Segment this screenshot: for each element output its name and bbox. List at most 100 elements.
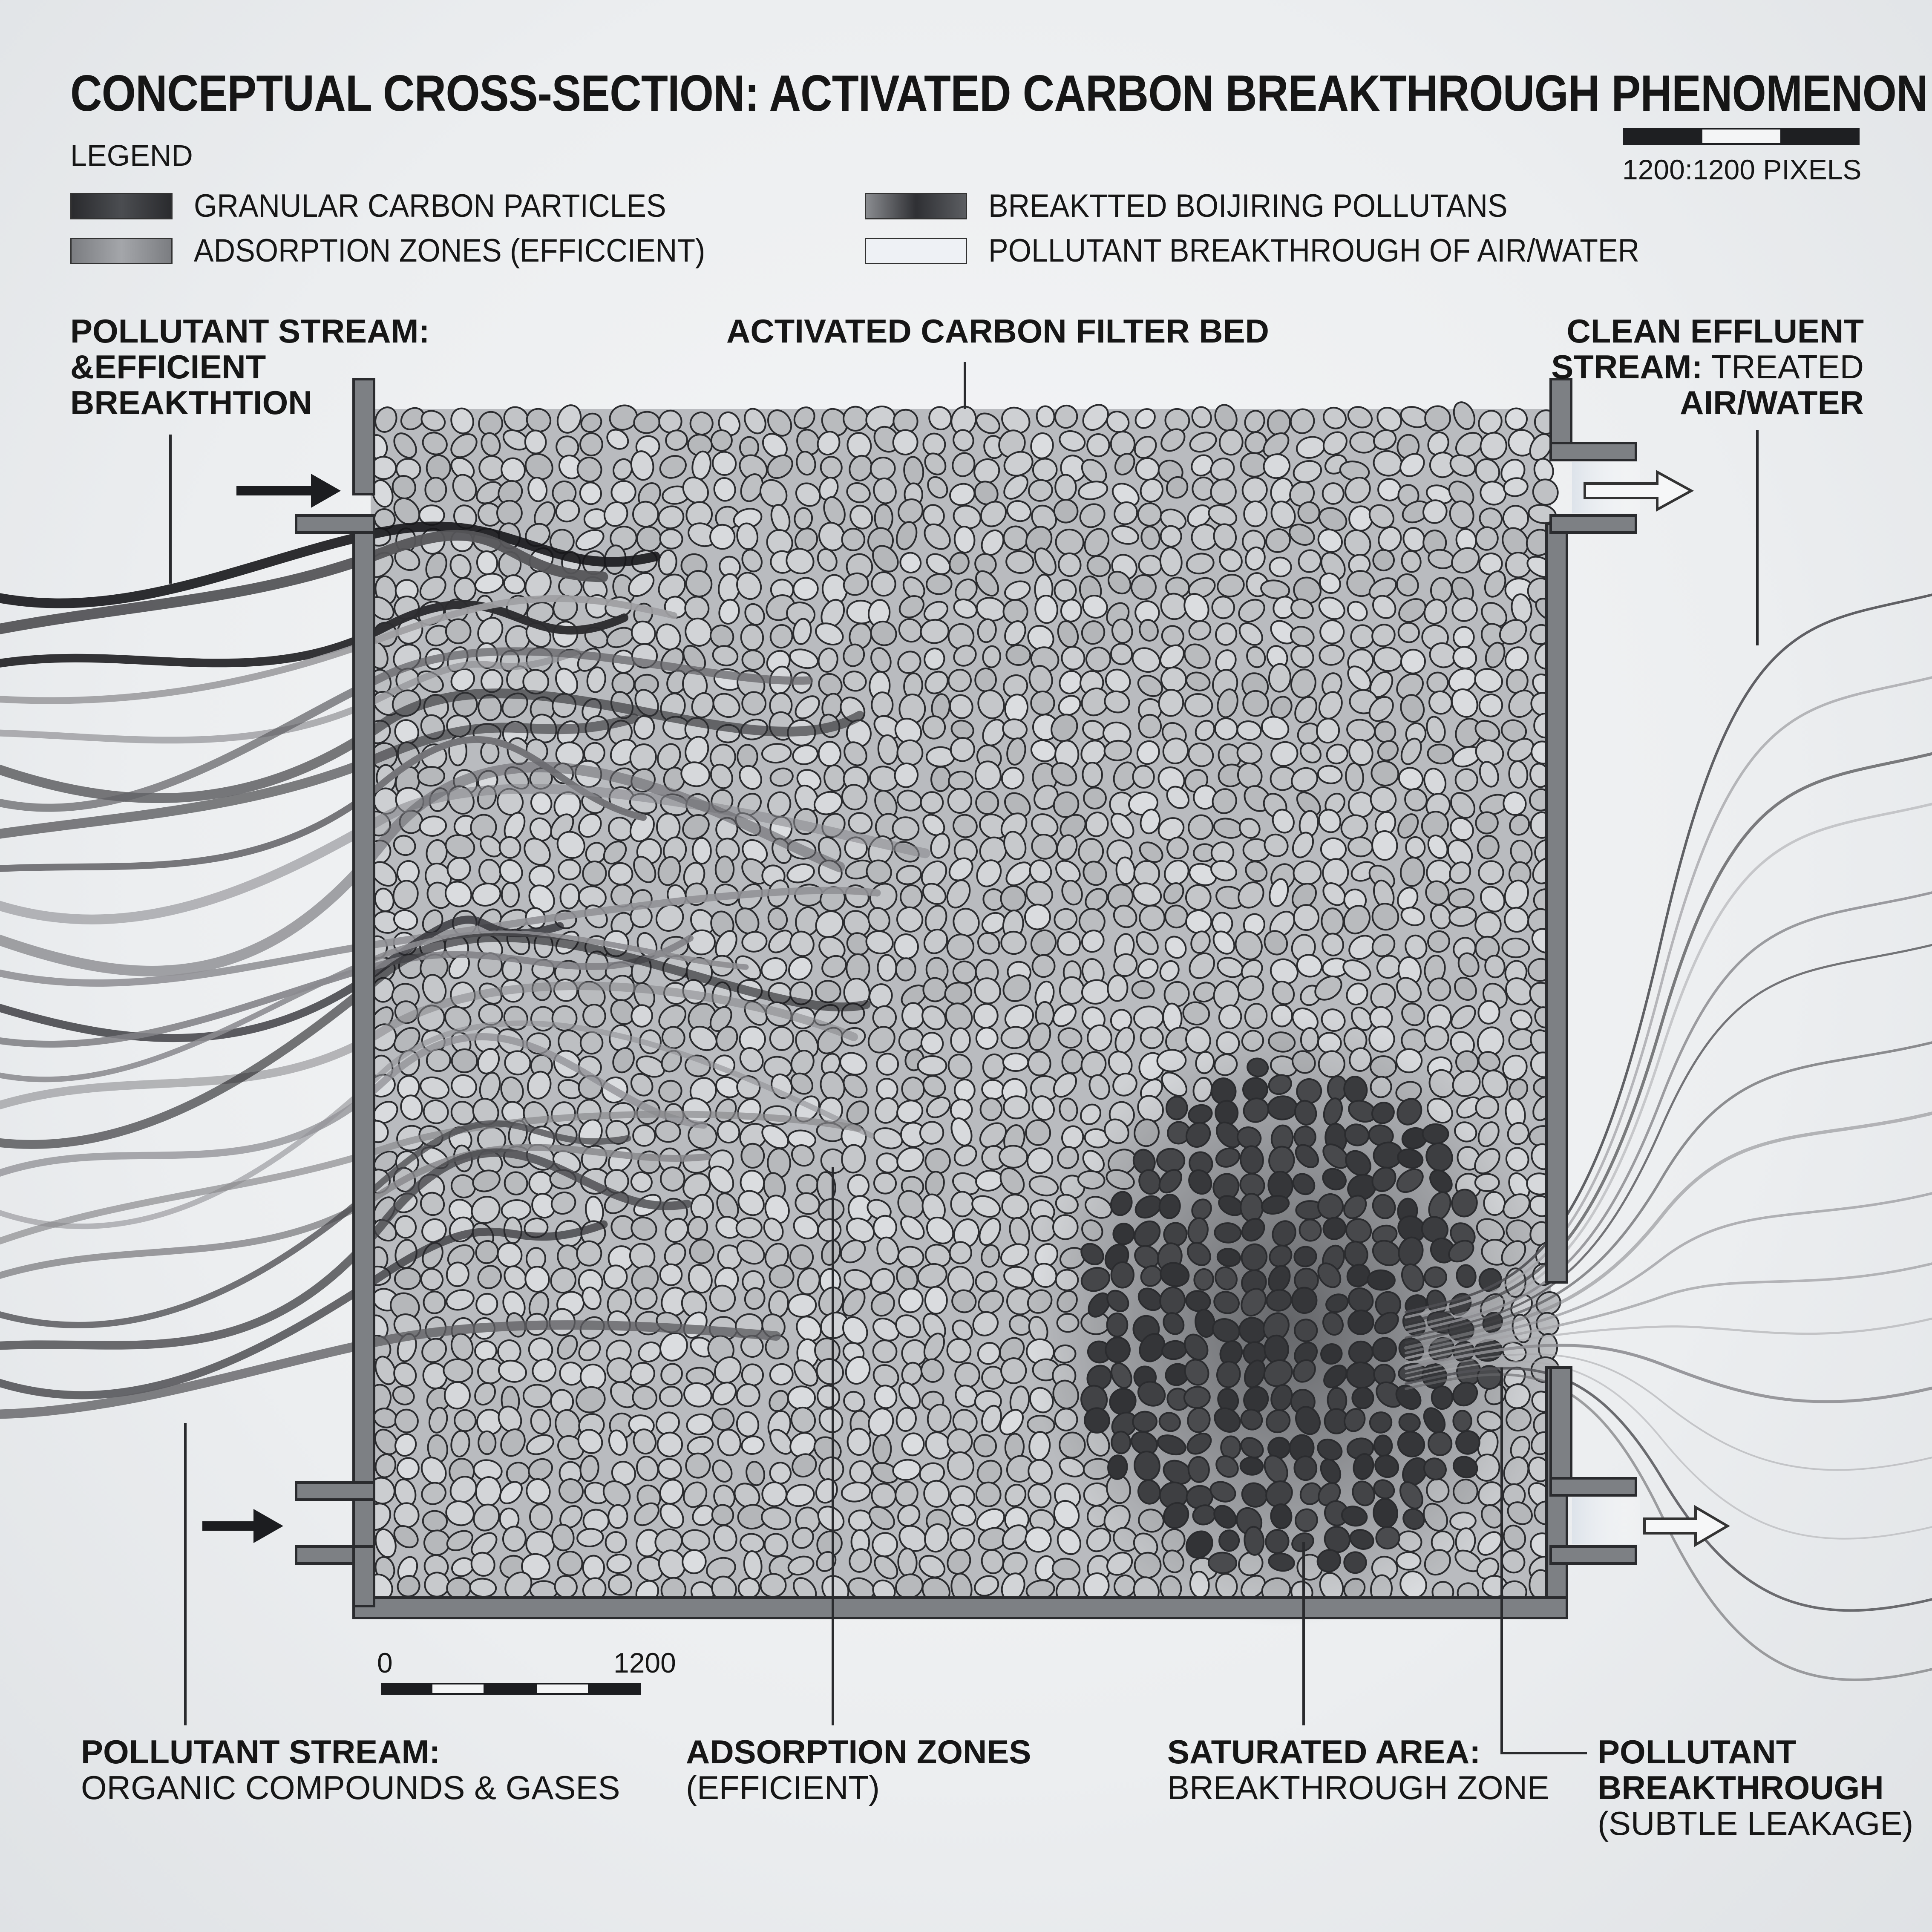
carbon-particle [949, 552, 970, 575]
carbon-particle [1268, 663, 1292, 693]
carbon-particle [1191, 454, 1214, 477]
carbon-particle [451, 1048, 478, 1074]
carbon-particle [847, 1428, 872, 1456]
carbon-particle [476, 481, 502, 504]
carbon-particle [953, 526, 976, 554]
carbon-particle [1263, 432, 1290, 458]
carbon-particle [680, 761, 711, 787]
carbon-particle [709, 524, 736, 550]
legend-swatch-adsorption [70, 237, 173, 264]
saturated-carbon-particle [1220, 1435, 1241, 1460]
carbon-particle [528, 865, 555, 888]
carbon-particle [1002, 1052, 1029, 1072]
inlet-top-label-line2: &EFFICIENT [70, 348, 266, 386]
carbon-particle [582, 1555, 605, 1581]
carbon-particle [1003, 1095, 1030, 1120]
carbon-particle [1238, 599, 1265, 623]
carbon-particle [1030, 691, 1055, 716]
carbon-particle [1452, 626, 1475, 649]
carbon-particle [1503, 791, 1527, 816]
carbon-particle [1347, 665, 1371, 691]
carbon-particle [1291, 767, 1318, 792]
carbon-particle [899, 552, 922, 574]
carbon-particle [892, 429, 918, 455]
carbon-particle [498, 836, 521, 859]
carbon-particle [1475, 811, 1499, 835]
carbon-particle [1188, 577, 1216, 599]
carbon-particle [1138, 554, 1163, 576]
carbon-particle [1348, 505, 1373, 532]
carbon-particle [424, 477, 447, 503]
carbon-particle [1036, 405, 1055, 428]
carbon-particle [920, 619, 950, 644]
carbon-particle [1186, 553, 1215, 575]
carbon-particle [789, 648, 819, 669]
carbon-particle [922, 715, 946, 740]
carbon-particle [1344, 529, 1371, 557]
carbon-particle [474, 573, 504, 594]
carbon-particle [766, 529, 793, 556]
carbon-particle [1348, 739, 1373, 766]
carbon-particle [1114, 501, 1138, 525]
carbon-particle [1134, 408, 1156, 429]
carbon-particle [1028, 479, 1053, 502]
carbon-particle [1260, 579, 1290, 599]
carbon-particle [1479, 761, 1499, 788]
legend-swatch-breakthrough-pollutants [865, 193, 967, 219]
carbon-particle [1059, 430, 1086, 452]
carbon-particle [1160, 525, 1182, 547]
carbon-particle [1212, 788, 1237, 814]
carbon-particle [393, 835, 416, 856]
carbon-particle [1082, 762, 1103, 788]
carbon-particle [1166, 786, 1190, 809]
carbon-particle [558, 455, 583, 480]
carbon-particle [555, 668, 578, 696]
carbon-particle [1290, 408, 1315, 434]
inlet-top-label-line3: BREAKTHTION [70, 384, 312, 421]
carbon-particle [1106, 411, 1130, 433]
carbon-particle [452, 474, 477, 502]
carbon-particle [895, 957, 916, 982]
carbon-particle [685, 570, 713, 598]
carbon-particle [1345, 477, 1371, 504]
carbon-particle [1265, 528, 1291, 553]
saturated-carbon-particle [1348, 1340, 1373, 1365]
carbon-particle [689, 412, 714, 435]
outlet-bottom-lip-lower [1549, 1545, 1637, 1565]
carbon-particle [1319, 572, 1341, 594]
carbon-particle [503, 406, 529, 432]
carbon-particle [924, 648, 945, 671]
carbon-particle [926, 553, 951, 575]
carbon-particle [1027, 625, 1054, 651]
carbon-particle [975, 570, 999, 597]
carbon-particle [632, 1124, 656, 1147]
carbon-particle [769, 624, 793, 649]
carbon-particle [1217, 688, 1238, 718]
carbon-particle [657, 743, 681, 771]
carbon-particle [1054, 474, 1077, 501]
carbon-particle [898, 595, 924, 619]
carbon-particle [1501, 937, 1530, 959]
carbon-particle [873, 477, 897, 504]
carbon-particle [1319, 619, 1345, 645]
carbon-particle [1086, 433, 1110, 458]
carbon-particle [420, 410, 446, 432]
carbon-particle [1135, 457, 1160, 481]
carbon-particle [1058, 552, 1082, 577]
carbon-particle [818, 521, 845, 551]
carbon-particle [1290, 668, 1316, 699]
carbon-particle [1140, 809, 1161, 835]
carbon-particle [1003, 475, 1028, 500]
inlet-top-label-line1: POLLUTANT STREAM: [70, 312, 430, 350]
carbon-particle [823, 496, 846, 526]
carbon-particle [1082, 404, 1109, 431]
carbon-particle [1475, 526, 1499, 551]
carbon-particle [1051, 762, 1077, 786]
carbon-particle [1004, 792, 1031, 818]
callout-adsorption-zones-title: ADSORPTION ZONES [686, 1733, 1031, 1771]
inlet-arrow-bottom [202, 1509, 283, 1543]
carbon-particle [1218, 429, 1244, 456]
outlet-top-label-line2: STREAM: TREATED [1551, 349, 1864, 385]
carbon-particle [741, 649, 765, 671]
carbon-particle [1191, 524, 1218, 551]
